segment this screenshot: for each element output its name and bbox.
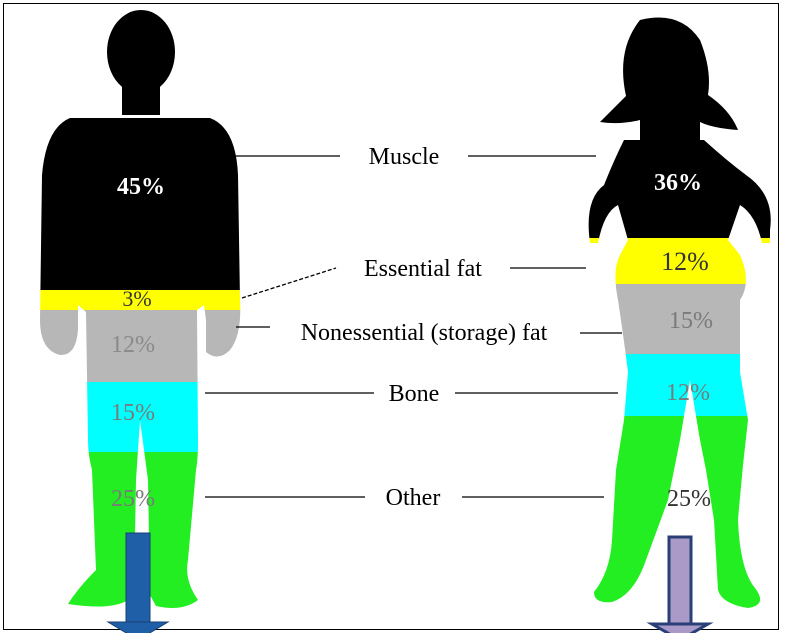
- label-muscle: Muscle: [369, 144, 440, 170]
- male-nonessential-fat-percent: 12%: [111, 332, 155, 358]
- essential-fat-line-left: [242, 268, 336, 298]
- female-muscle-band: [580, 0, 780, 238]
- label-nonessential-fat: Nonessential (storage) fat: [301, 320, 548, 346]
- label-bone: Bone: [389, 381, 440, 407]
- male-muscle-percent: 45%: [117, 174, 165, 200]
- female-muscle-percent: 36%: [654, 170, 702, 196]
- label-essential-fat: Essential fat: [364, 256, 482, 282]
- female-nonessential-fat-percent: 15%: [669, 308, 713, 334]
- male-other-percent: 25%: [111, 486, 155, 512]
- female-bone-percent: 12%: [666, 380, 710, 406]
- male-muscle-band: [30, 0, 250, 290]
- female-other-percent: 25%: [667, 486, 711, 512]
- label-other: Other: [386, 485, 441, 511]
- female-down-arrow: [652, 537, 708, 633]
- female-essential-fat-percent: 12%: [661, 247, 709, 276]
- male-bone-percent: 15%: [111, 400, 155, 426]
- male-essential-fat-percent: 3%: [122, 286, 151, 311]
